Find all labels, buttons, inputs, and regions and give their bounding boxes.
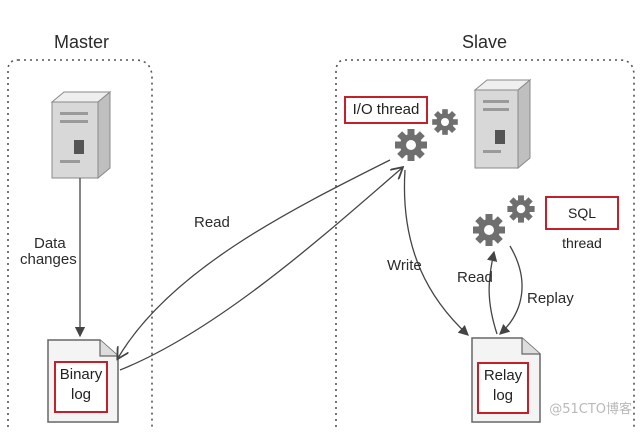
master-panel bbox=[7, 59, 153, 427]
data-changes-line1: Data bbox=[34, 235, 66, 252]
binary-log-line1: Binary bbox=[59, 366, 103, 383]
binary-log-line2: log bbox=[70, 386, 92, 403]
replay-label: Replay bbox=[527, 290, 574, 307]
relay-read-arrow bbox=[487, 250, 498, 335]
replay-arrow bbox=[499, 245, 523, 335]
data-changes-line2: changes bbox=[20, 250, 77, 268]
write-arrow bbox=[403, 169, 469, 336]
relay-log-box: Relay log bbox=[477, 362, 529, 414]
relay-log-line2: log bbox=[492, 387, 514, 404]
master-server-icon bbox=[50, 90, 112, 180]
write-label: Write bbox=[387, 257, 422, 274]
data-changes-label: Data changes bbox=[20, 236, 77, 268]
sql-thread-box: SQL thread bbox=[545, 196, 619, 251]
sql-gear-small-icon bbox=[507, 195, 535, 223]
slave-panel bbox=[335, 59, 635, 427]
read-slave-label: Read bbox=[457, 269, 493, 286]
binlog-to-io-arrow bbox=[119, 168, 402, 371]
io-gear-small-icon bbox=[432, 109, 458, 135]
slave-server-icon bbox=[473, 78, 532, 170]
io-gear-icon bbox=[395, 129, 427, 161]
sql-gear-icon bbox=[473, 214, 505, 246]
io-to-binlog-arrow bbox=[118, 159, 391, 358]
binary-log-box: Binary log bbox=[54, 361, 108, 413]
master-title: Master bbox=[54, 32, 110, 52]
read-master-label: Read bbox=[194, 214, 230, 231]
slave-title: Slave bbox=[462, 32, 508, 52]
io-thread-box: I/O thread bbox=[344, 96, 428, 124]
watermark: @51CTO博客 bbox=[549, 402, 632, 417]
relay-log-line1: Relay bbox=[483, 367, 523, 384]
